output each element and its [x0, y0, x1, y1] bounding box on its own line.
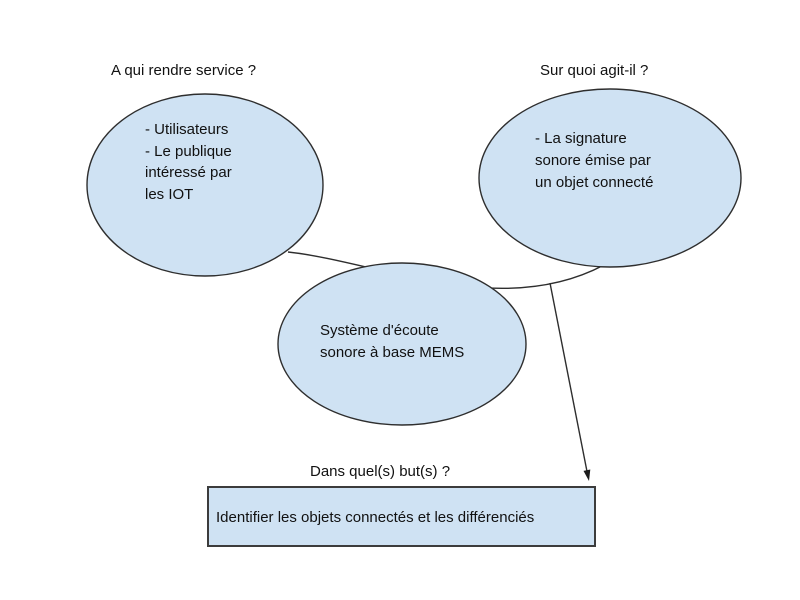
ellipse-system-text: Système d'écoute sonore à base MEMS — [320, 322, 465, 361]
ellipse-system — [277, 262, 527, 426]
goal-box-text: Identifier les objets connectés et les d… — [216, 509, 535, 526]
ellipse-stakeholders-text: - Utilisateurs - Le publique intéressé p… — [145, 121, 232, 203]
arrowhead-icon — [583, 469, 591, 481]
question-what-label: Sur quoi agit-il ? — [540, 62, 649, 79]
question-goal-label: Dans quel(s) but(s) ? — [310, 463, 451, 480]
arrow-to-goal-line — [549, 282, 589, 475]
ellipse-subject-text: - La signature sonore émise par un objet… — [535, 130, 654, 191]
goal-rectangle — [207, 486, 596, 547]
question-who-label: A qui rendre service ? — [111, 62, 257, 79]
ellipse-stakeholders — [86, 93, 324, 277]
ellipse-subject — [478, 88, 742, 268]
